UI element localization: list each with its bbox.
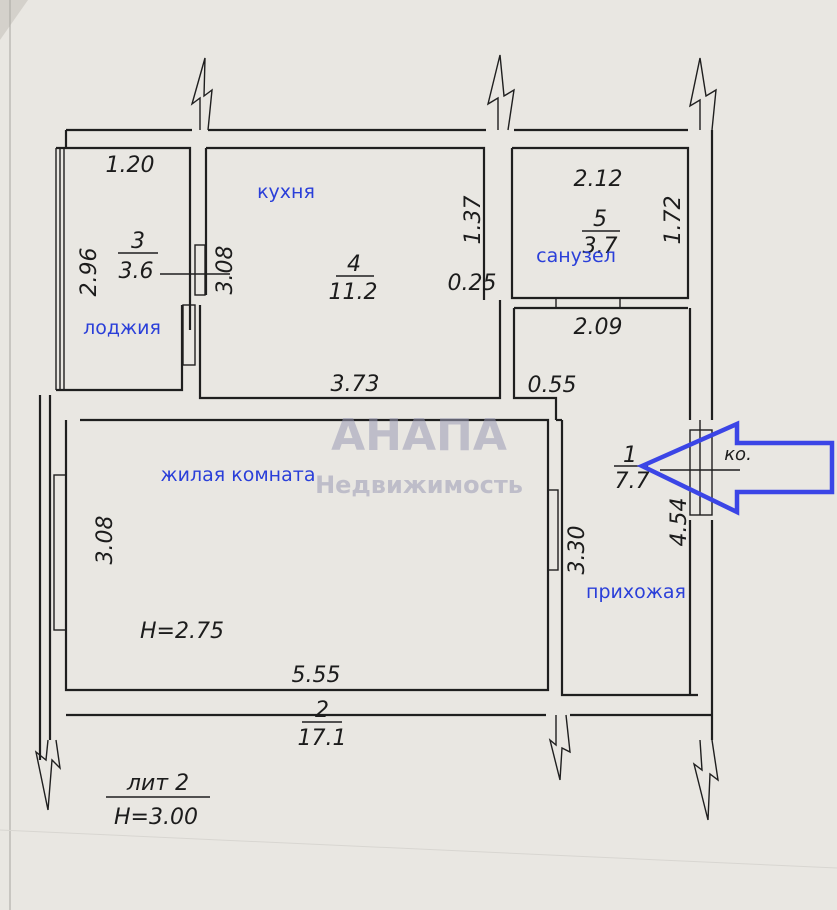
label-living-room: жилая комната <box>161 464 316 486</box>
paper-fold <box>0 829 837 869</box>
corridor-label: ко. <box>724 444 752 465</box>
dim-living-bottom: 5.55 <box>292 663 341 688</box>
dim-hall-top: 2.09 <box>574 315 623 340</box>
room-4-number: 4 <box>347 252 361 277</box>
dim-bath-top: 2.12 <box>574 167 623 192</box>
room-2-area: 17.1 <box>298 726 347 751</box>
label-kitchen: кухня <box>257 181 315 203</box>
label-bathroom: санузел <box>536 245 616 267</box>
dim-kitchen-right-lower: 0.25 <box>448 271 497 296</box>
room-2-number-visible: 2 <box>315 698 329 723</box>
room-1-number: 1 <box>623 443 637 468</box>
dim-bath-right: 1.72 <box>661 196 686 245</box>
watermark-line1: АНАПА <box>331 410 507 461</box>
interior-walls <box>53 148 740 697</box>
watermark-line2: Недвижимость <box>315 471 523 499</box>
dim-kitchen-bottom: 3.73 <box>331 372 380 397</box>
dim-loggia-width: 1.20 <box>106 153 155 178</box>
room-4-area: 11.2 <box>329 280 378 305</box>
litera-label: лит 2 <box>126 771 189 796</box>
dim-hall-right: 4.54 <box>667 498 692 547</box>
dim-kitchen-right-upper: 1.37 <box>461 196 486 245</box>
break-symbols <box>34 54 719 821</box>
room-3-area: 3.6 <box>119 259 154 284</box>
room-1-area: 7.7 <box>615 469 650 494</box>
dim-hall-step: 0.55 <box>528 373 577 398</box>
dim-living-right: 3.30 <box>565 526 590 575</box>
total-height: H=3.00 <box>114 805 198 830</box>
living-ceiling-height: H=2.75 <box>140 619 224 644</box>
dim-loggia-length: 2.96 <box>77 248 102 297</box>
outer-walls <box>38 128 714 760</box>
room-5-number: 5 <box>593 207 607 232</box>
arrow-icon <box>636 420 835 516</box>
room-3-number: 3 <box>131 229 145 254</box>
dim-kitchen-left: 3.08 <box>213 246 238 295</box>
dim-living-left: 3.08 <box>93 516 118 565</box>
label-loggia: лоджия <box>83 317 161 339</box>
label-hallway: прихожая <box>586 581 686 603</box>
room-5-area: 3.7 <box>583 234 618 259</box>
